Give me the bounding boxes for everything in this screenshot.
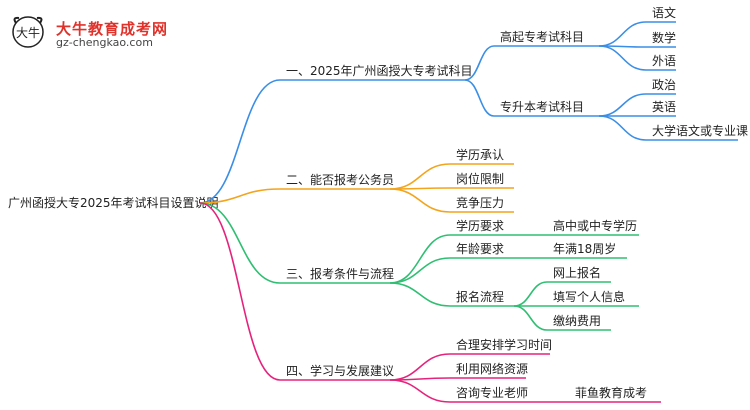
leaf-topic[interactable]: 语文 [652,5,676,20]
leaf-connector [513,281,548,307]
subtopic[interactable]: 竞争压力 [456,196,504,210]
subtopic[interactable]: 报名流程 [456,289,504,304]
leaf-connector [598,45,647,71]
subtopic[interactable]: 年龄要求 [456,242,504,256]
subtopic-connector [389,234,451,284]
subtopic-connector [464,79,495,117]
subtopic[interactable]: 学历要求 [456,218,504,233]
leaf-connector [598,115,647,141]
subtopic-connector [389,163,451,190]
root-topic[interactable]: 广州函授大专2025年考试科目设置说明 [8,195,219,210]
subtopic-connector [389,257,451,284]
logo-name: 大牛教育成考网 [56,20,169,38]
leaf-topic[interactable]: 网上报名 [553,265,601,280]
leaf-topic[interactable]: 缴纳费用 [553,313,601,328]
leaf-topic[interactable]: 菲鱼教育成考 [575,385,647,400]
subtopic[interactable]: 咨询专业老师 [456,385,528,400]
branch-topic-4[interactable]: 四、学习与发展建议 [286,363,394,378]
subtopic[interactable]: 专升本考试科目 [500,99,584,114]
subtopic[interactable]: 合理安排学习时间 [456,337,552,352]
leaf-topic[interactable]: 外语 [652,54,676,68]
subtopic-connector [464,45,495,81]
subtopic-connector [389,282,451,307]
leaf-topic[interactable]: 填写个人信息 [553,289,625,304]
branch-topic-3[interactable]: 三、报考条件与流程 [286,266,394,281]
subtopic[interactable]: 学历承认 [456,147,504,162]
leaf-connector [598,93,647,117]
subtopic-connector [389,379,451,403]
subtopic-connector [389,188,451,213]
leaf-connector [513,305,548,331]
leaf-topic[interactable]: 英语 [652,100,676,114]
subtopic[interactable]: 利用网络资源 [456,361,528,376]
branch-topic-1[interactable]: 一、2025年广州函授大专考试科目 [286,63,473,78]
leaf-topic[interactable]: 年满18周岁 [553,241,616,256]
logo-mark-text: 大牛 [16,25,40,40]
subtopic-connector [389,353,451,381]
leaf-topic[interactable]: 高中或中专学历 [553,218,637,233]
branch-connector [199,202,281,381]
leaf-topic[interactable]: 大学语文或专业课 [652,123,748,138]
logo-url[interactable]: gz-chengkao.com [56,36,153,49]
subtopic[interactable]: 高起专考试科目 [500,29,584,44]
site-logo[interactable]: 大牛 大牛教育成考网 gz-chengkao.com [10,14,180,50]
leaf-connector [598,21,647,47]
leaf-topic[interactable]: 政治 [652,78,676,92]
leaf-topic[interactable]: 数学 [652,30,676,45]
branch-connector [199,79,281,204]
branch-connector [199,188,281,204]
subtopic[interactable]: 岗位限制 [456,171,504,186]
branch-topic-2[interactable]: 二、能否报考公务员 [286,172,394,187]
branch-connector [199,202,281,284]
bull-logo-icon: 大牛 [12,16,44,48]
